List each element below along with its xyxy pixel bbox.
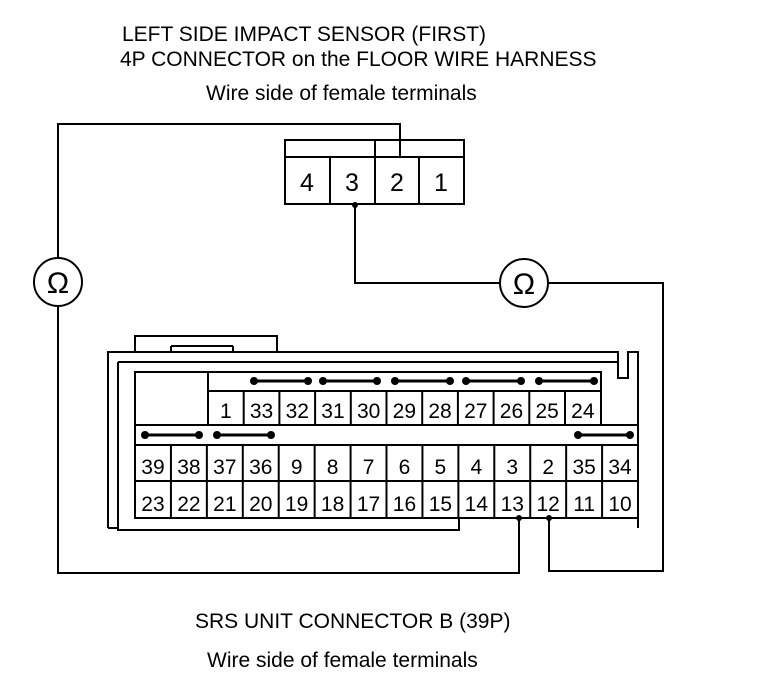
top-connector-title-line1: LEFT SIDE IMPACT SENSOR (FIRST)	[122, 23, 487, 46]
pin-24: 24	[571, 400, 595, 423]
shorting-bars	[141, 377, 634, 439]
pin-2: 2	[542, 456, 554, 479]
pin-5: 5	[435, 456, 447, 479]
ohmmeter-left: Ω	[33, 257, 83, 307]
pin-29: 29	[393, 400, 416, 423]
pin-26: 26	[500, 400, 523, 423]
top-connector-subtitle: Wire side of female terminals	[206, 82, 477, 105]
bottom-connector-title: SRS UNIT CONNECTOR B (39P)	[195, 610, 511, 633]
pin-27: 27	[464, 400, 487, 423]
pin-32: 32	[286, 400, 309, 423]
pin-31: 31	[321, 400, 344, 423]
top-connector-title-line2: 4P CONNECTOR on the FLOOR WIRE HARNESS	[120, 48, 597, 71]
pin-37: 37	[213, 456, 236, 479]
pin-11: 11	[573, 493, 595, 516]
pin-30: 30	[357, 400, 380, 423]
pin-3: 3	[506, 456, 518, 479]
pin-28: 28	[428, 400, 451, 423]
pin-21: 21	[213, 493, 236, 516]
probe-dot-pin3	[352, 202, 358, 208]
pin-9: 9	[291, 456, 303, 479]
top-4p-connector: 4 3 2 1	[284, 139, 465, 208]
pin-39: 39	[141, 456, 164, 479]
pin-10: 10	[608, 493, 631, 516]
short-bar	[391, 377, 454, 385]
row-3-pins: 23 22 21 20 19 18 17 16 15 14 13 12 11 10	[141, 481, 632, 518]
top-pin-3: 3	[345, 169, 359, 197]
ohm-symbol-left: Ω	[47, 267, 69, 300]
ohm-symbol-right: Ω	[513, 268, 535, 301]
pin-8: 8	[327, 456, 339, 479]
short-bar	[213, 431, 275, 439]
ohmmeter-right: Ω	[499, 258, 549, 308]
top-pin-2: 2	[390, 169, 404, 197]
pin-38: 38	[177, 456, 200, 479]
pin-34: 34	[608, 456, 632, 479]
short-bar	[462, 377, 525, 385]
pin-15: 15	[429, 493, 452, 516]
short-bar	[574, 431, 634, 439]
pin-25: 25	[535, 400, 558, 423]
probe-dot-pin13	[516, 515, 522, 521]
short-bar	[141, 431, 203, 439]
pin-20: 20	[249, 493, 272, 516]
pin-33: 33	[250, 400, 273, 423]
bottom-connector-subtitle: Wire side of female terminals	[207, 649, 478, 672]
pin-13: 13	[501, 493, 524, 516]
short-bar	[535, 377, 598, 385]
pin-4: 4	[470, 456, 482, 479]
pin-1: 1	[220, 400, 232, 423]
pin-12: 12	[537, 493, 560, 516]
pin-16: 16	[393, 493, 416, 516]
probe-dot-pin12	[546, 515, 552, 521]
lead-left-lower	[57, 306, 520, 574]
lead-right	[548, 282, 664, 572]
pin-19: 19	[285, 493, 308, 516]
top-pin-4: 4	[300, 169, 314, 197]
top-pin-1: 1	[434, 169, 448, 197]
pin-6: 6	[399, 456, 411, 479]
short-bar	[319, 377, 381, 385]
pin-22: 22	[177, 493, 200, 516]
pin-17: 17	[357, 493, 380, 516]
pin-36: 36	[249, 456, 272, 479]
pin-18: 18	[321, 493, 344, 516]
pin-23: 23	[141, 493, 164, 516]
pin-35: 35	[572, 456, 595, 479]
row-1-pins: 1 33 32 31 30 29 28 27 26 25 24	[220, 391, 595, 425]
pin-14: 14	[465, 493, 489, 516]
pin-7: 7	[363, 456, 375, 479]
short-bar	[250, 377, 312, 385]
lead-middle	[354, 206, 500, 284]
